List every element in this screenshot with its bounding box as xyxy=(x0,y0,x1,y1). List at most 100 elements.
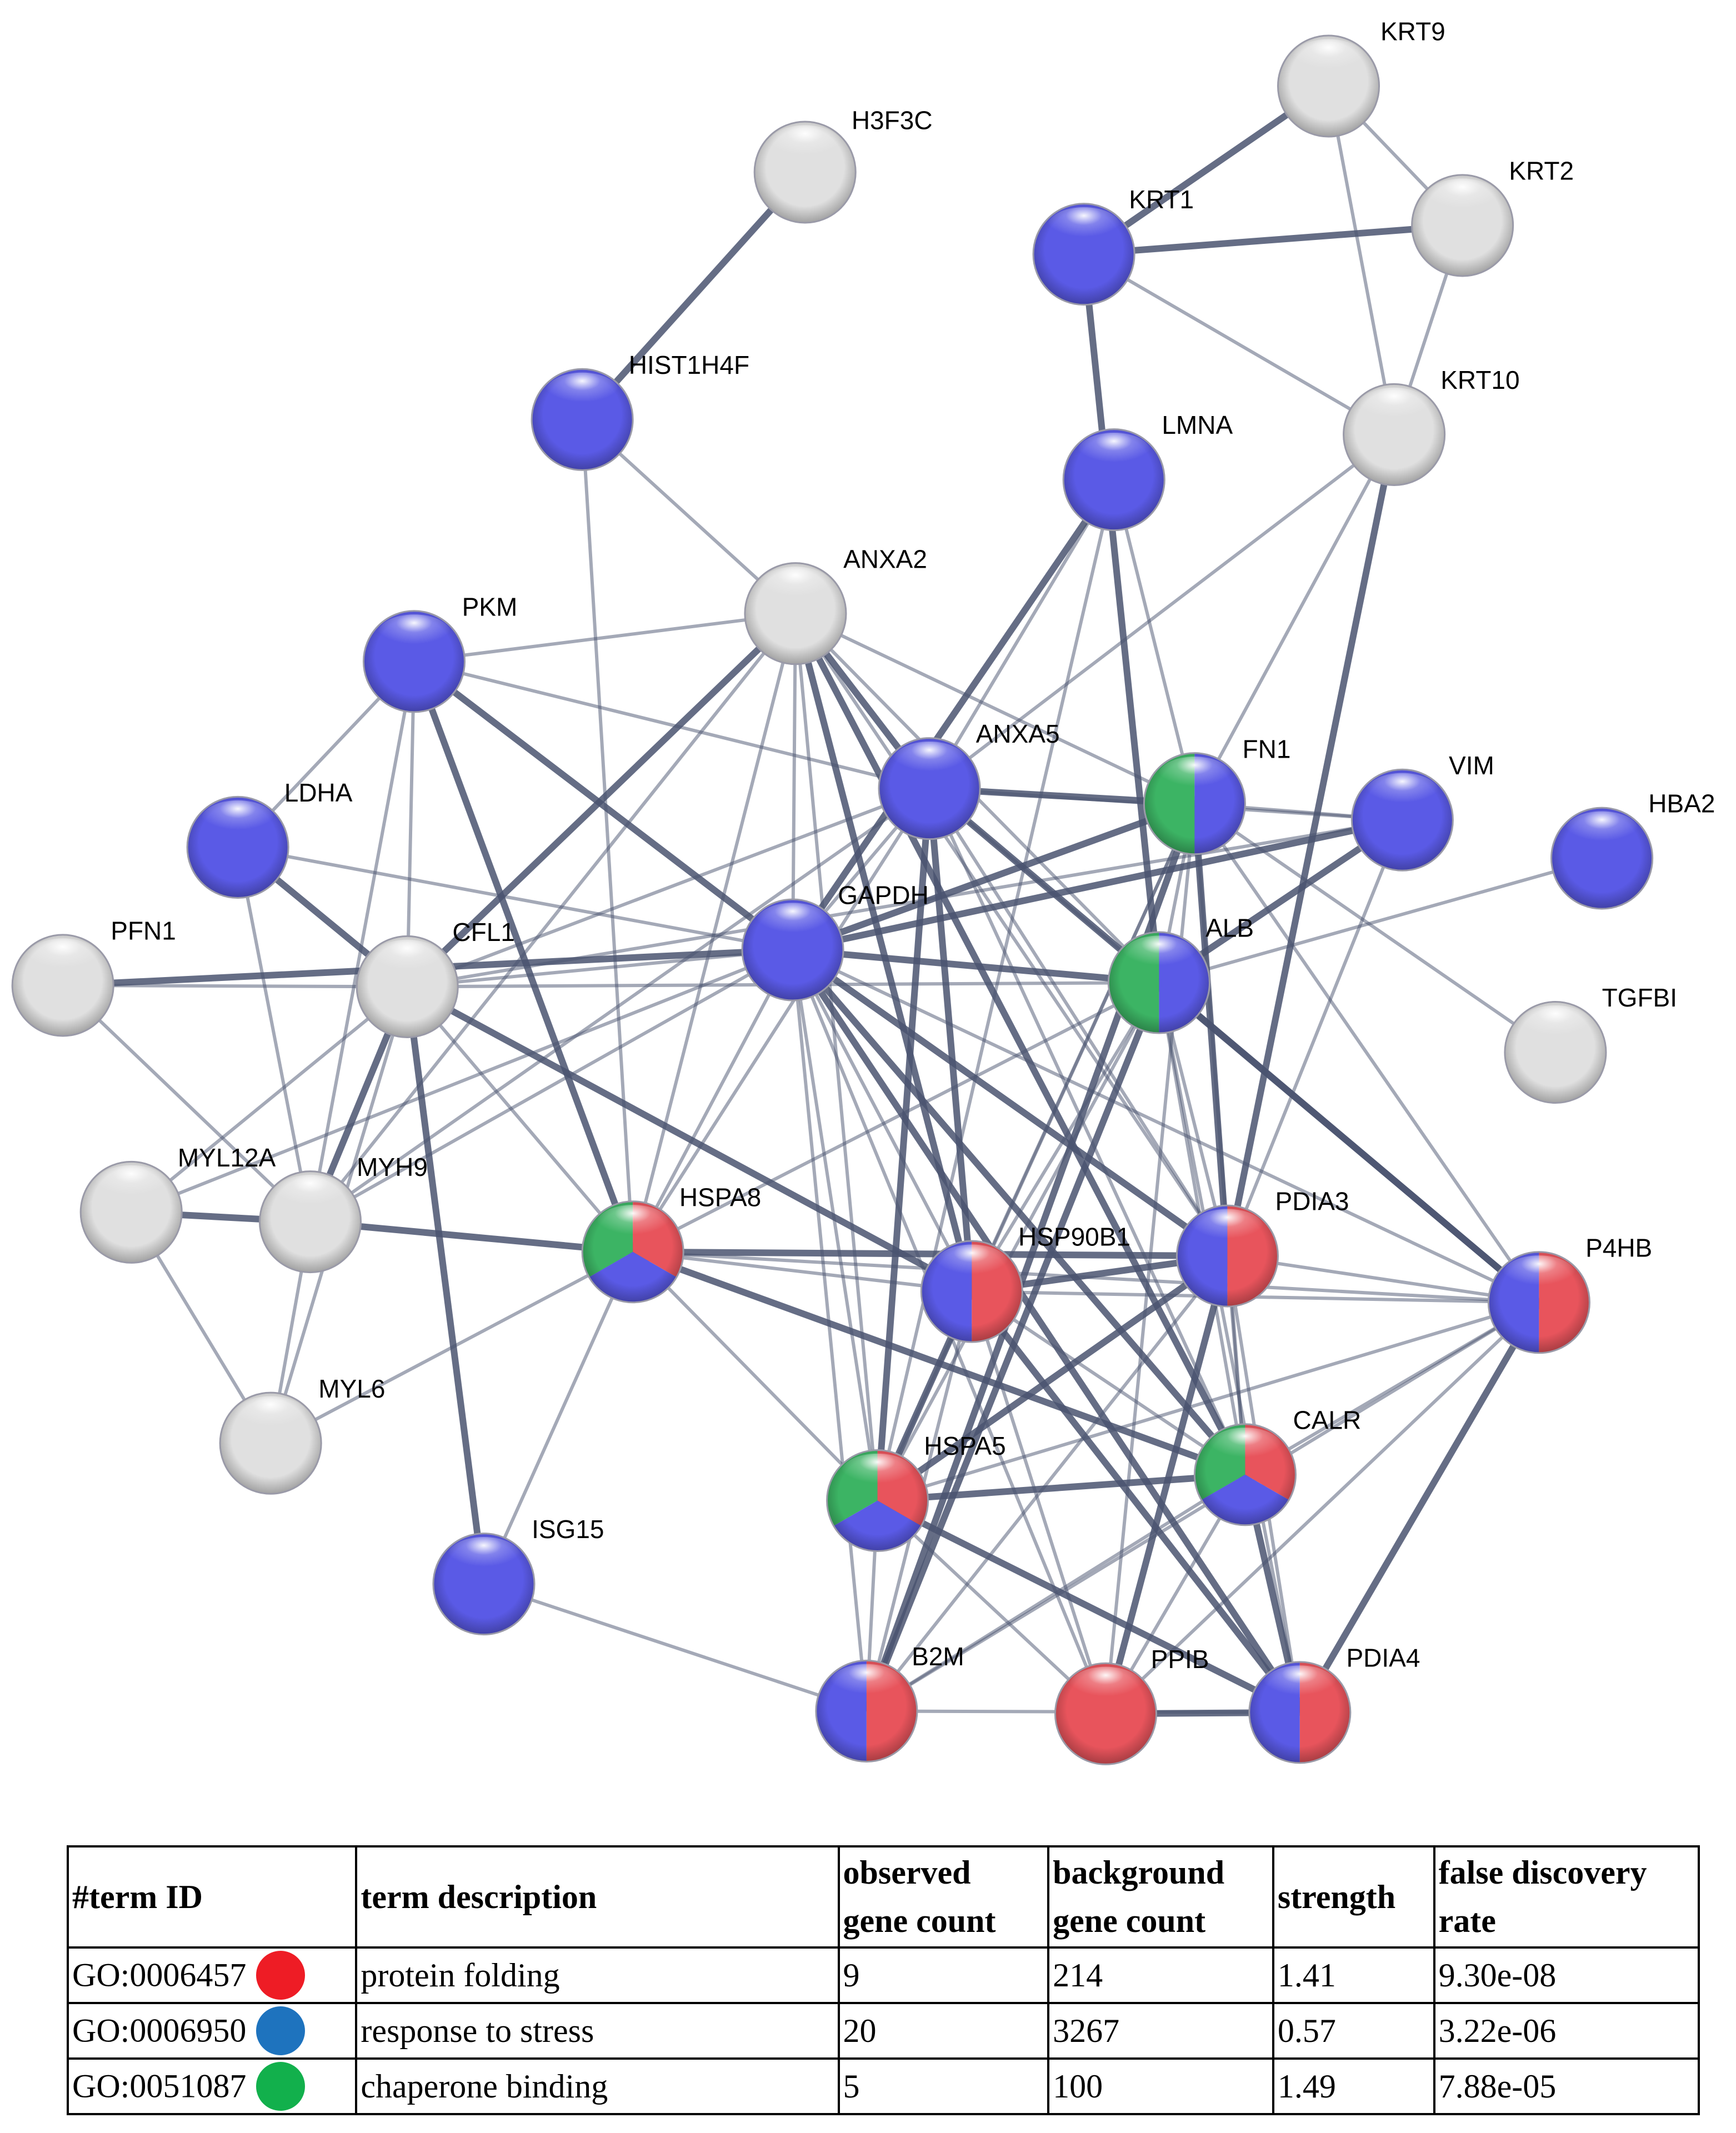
node-h3f3c[interactable]: H3F3C xyxy=(753,106,933,224)
edge-krt1-krt10 xyxy=(1083,253,1395,437)
node-label: PDIA4 xyxy=(1346,1643,1420,1672)
node-alb[interactable]: ALB xyxy=(1107,914,1254,1034)
edge-gapdh-pdia3 xyxy=(791,947,1229,1259)
node-gloss xyxy=(1190,1209,1264,1248)
node-gloss xyxy=(756,903,829,942)
node-label: PDIA3 xyxy=(1275,1187,1349,1216)
node-gloss xyxy=(1122,935,1195,974)
node-myl12a[interactable]: MYL12A xyxy=(79,1143,276,1264)
node-krt10[interactable]: KRT10 xyxy=(1343,365,1520,486)
node-gloss xyxy=(377,614,451,653)
header-strength: strength xyxy=(1272,1845,1435,1949)
node-lmna[interactable]: LMNA xyxy=(1062,410,1233,532)
node-label: TGFBI xyxy=(1602,983,1677,1012)
node-ppib[interactable]: PPIB xyxy=(1054,1645,1209,1765)
node-fn1[interactable]: FN1 xyxy=(1143,734,1290,855)
node-label: HSPA5 xyxy=(924,1431,1005,1460)
edge-anxa2-fn1 xyxy=(794,612,1195,805)
node-label: LDHA xyxy=(284,778,353,807)
node-gloss xyxy=(1565,811,1639,850)
strength: 1.49 xyxy=(1272,2057,1435,2115)
node-rim xyxy=(826,1449,929,1553)
node-anxa2[interactable]: ANXA2 xyxy=(744,544,927,665)
node-pdia4[interactable]: PDIA4 xyxy=(1248,1643,1420,1764)
node-p4hb[interactable]: P4HB xyxy=(1487,1233,1652,1354)
node-gloss xyxy=(1365,773,1439,812)
node-gloss xyxy=(768,125,842,164)
node-label: ANXA5 xyxy=(976,719,1060,748)
node-isg15[interactable]: ISG15 xyxy=(432,1515,604,1636)
node-tgfbi[interactable]: TGFBI xyxy=(1504,983,1677,1104)
edge-krt1-krt2 xyxy=(1083,222,1463,258)
node-gapdh[interactable]: GAPDH xyxy=(741,881,929,1002)
background-gene-count: 100 xyxy=(1047,2057,1274,2115)
node-gloss xyxy=(830,1664,903,1703)
node-gloss xyxy=(935,1244,1008,1283)
node-krt1[interactable]: KRT1 xyxy=(1032,185,1194,306)
edge-gapdh-b2m xyxy=(791,949,868,1711)
node-label: KRT9 xyxy=(1380,17,1445,46)
node-gloss xyxy=(371,939,444,978)
node-gloss xyxy=(1519,1005,1592,1044)
false-discovery-rate: 9.30e-08 xyxy=(1433,1946,1700,2004)
node-hspa5[interactable]: HSPA5 xyxy=(826,1431,1006,1553)
node-rim xyxy=(258,1170,362,1274)
node-krt9[interactable]: KRT9 xyxy=(1277,17,1445,138)
header-observed-gene-count: observed gene count xyxy=(837,1845,1050,1949)
node-label: HSPA8 xyxy=(679,1183,761,1211)
node-ldha[interactable]: LDHA xyxy=(186,778,353,899)
edge-anxa2-pdia3 xyxy=(794,613,1229,1257)
node-gloss xyxy=(546,372,619,411)
node-label: CALR xyxy=(1293,1405,1362,1434)
node-rim xyxy=(1277,34,1380,138)
edge-gapdh-pdia4 xyxy=(790,948,1303,1715)
edge-gapdh-hspa5 xyxy=(791,949,879,1501)
node-rim xyxy=(1350,768,1454,872)
table-row: GO:0051087 chaperone binding 5 100 1.49 … xyxy=(66,2057,1700,2115)
node-hsp90b1[interactable]: HSP90B1 xyxy=(920,1223,1130,1343)
node-rim xyxy=(1054,1662,1157,1765)
edge-cfl1-isg15 xyxy=(404,986,487,1585)
node-rim xyxy=(1248,1661,1352,1764)
enrichment-table: #term ID term description observed gene … xyxy=(66,1845,1700,2115)
node-vim[interactable]: VIM xyxy=(1350,751,1494,872)
node-pdia3[interactable]: PDIA3 xyxy=(1175,1187,1349,1308)
node-anxa5[interactable]: ANXA5 xyxy=(878,719,1060,840)
node-label: MYL12A xyxy=(178,1143,276,1172)
edge-gapdh-hsp90b1 xyxy=(791,949,974,1293)
term-description: response to stress xyxy=(355,2002,840,2060)
edge-anxa2-gapdh xyxy=(791,613,797,950)
node-label: MYL6 xyxy=(318,1374,385,1403)
node-krt2[interactable]: KRT2 xyxy=(1411,157,1574,277)
node-gloss xyxy=(447,1536,521,1576)
edge-krt10-pdia3 xyxy=(1224,434,1398,1257)
node-gloss xyxy=(94,1165,168,1204)
node-rim xyxy=(741,898,844,1002)
node-myl6[interactable]: MYL6 xyxy=(219,1374,385,1495)
node-gloss xyxy=(1077,432,1150,472)
node-cfl1[interactable]: CFL1 xyxy=(356,918,515,1038)
node-pfn1[interactable]: PFN1 xyxy=(11,917,176,1037)
node-gloss xyxy=(273,1174,347,1214)
node-b2m[interactable]: B2M xyxy=(815,1642,964,1763)
node-label: MYH9 xyxy=(357,1153,428,1181)
node-rim xyxy=(1193,1423,1297,1526)
node-rim xyxy=(186,795,289,899)
node-hspa8[interactable]: HSPA8 xyxy=(581,1183,761,1304)
edge-krt10-fn1 xyxy=(1193,433,1396,805)
edge-fn1-hsp90b1 xyxy=(970,803,1197,1293)
node-pkm[interactable]: PKM xyxy=(362,592,518,713)
node-label: PKM xyxy=(462,592,518,621)
edge-p4hb-ppib xyxy=(1104,1301,1540,1715)
edge-lmna-fn1 xyxy=(1112,479,1197,804)
node-label: H3F3C xyxy=(852,106,933,135)
node-hist1h4f[interactable]: HIST1H4F xyxy=(531,351,749,471)
node-calr[interactable]: CALR xyxy=(1193,1405,1362,1526)
node-myh9[interactable]: MYH9 xyxy=(258,1153,428,1274)
protein-interaction-network: KRT9H3F3CKRT2KRT1HIST1H4FKRT10LMNAANXA2P… xyxy=(11,17,1715,1765)
node-gloss xyxy=(841,1453,914,1493)
node-label: HBA2 xyxy=(1648,789,1715,818)
node-hba2[interactable]: HBA2 xyxy=(1550,789,1715,910)
observed-gene-count: 5 xyxy=(837,2057,1050,2115)
observed-gene-count: 20 xyxy=(837,2002,1050,2060)
